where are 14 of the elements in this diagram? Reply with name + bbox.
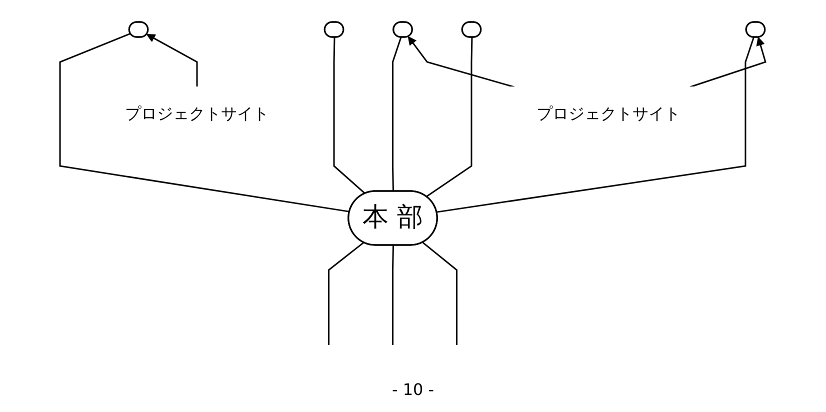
connector-line [426,36,473,197]
connector-line [60,32,350,212]
node-text: プロジェクトサイト [536,103,681,122]
connector-line [690,36,767,88]
page-number: - 10 - [392,380,434,399]
connector-line [146,34,198,86]
connector-line [392,36,402,191]
connector-line [392,244,394,344]
node-text: プロジェクトサイト [125,103,270,122]
connector-line [436,36,755,212]
connector-line [408,36,515,88]
connector-line [328,241,364,344]
connector-line [334,36,366,194]
connector-line [422,241,458,344]
